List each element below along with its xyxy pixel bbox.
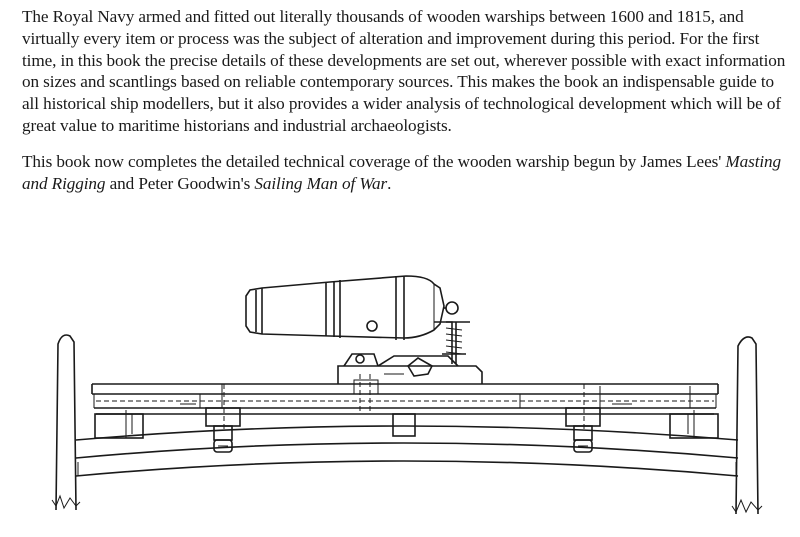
cannon-barrel bbox=[245, 275, 459, 340]
blurb-paragraph-2: This book now completes the detailed tec… bbox=[22, 151, 792, 195]
gun-carriage bbox=[337, 353, 483, 412]
left-deck-bolt bbox=[205, 384, 241, 453]
paragraph-2-text-start: This book now completes the detailed tec… bbox=[22, 151, 726, 171]
deck-beam bbox=[75, 425, 739, 477]
left-frame-post bbox=[51, 334, 81, 511]
back-cover-blurb: The Royal Navy armed and fitted out lite… bbox=[22, 6, 792, 194]
paragraph-2-text-end: . bbox=[387, 173, 392, 193]
cannon-deck-illustration bbox=[0, 262, 800, 537]
book-title-masting-and-rigging: Masting and Rigging bbox=[22, 151, 782, 193]
right-frame-post bbox=[731, 336, 763, 515]
deck-planking bbox=[91, 383, 719, 415]
right-deck-bolt bbox=[565, 384, 601, 453]
elevating-screw bbox=[434, 321, 470, 364]
deck-cross-section-drawing bbox=[51, 275, 763, 515]
blurb-paragraph-1: The Royal Navy armed and fitted out lite… bbox=[22, 7, 786, 135]
book-title-sailing-man-of-war: Sailing Man of War bbox=[254, 173, 388, 193]
paragraph-2-text-middle: and Peter Goodwin's bbox=[105, 173, 255, 193]
